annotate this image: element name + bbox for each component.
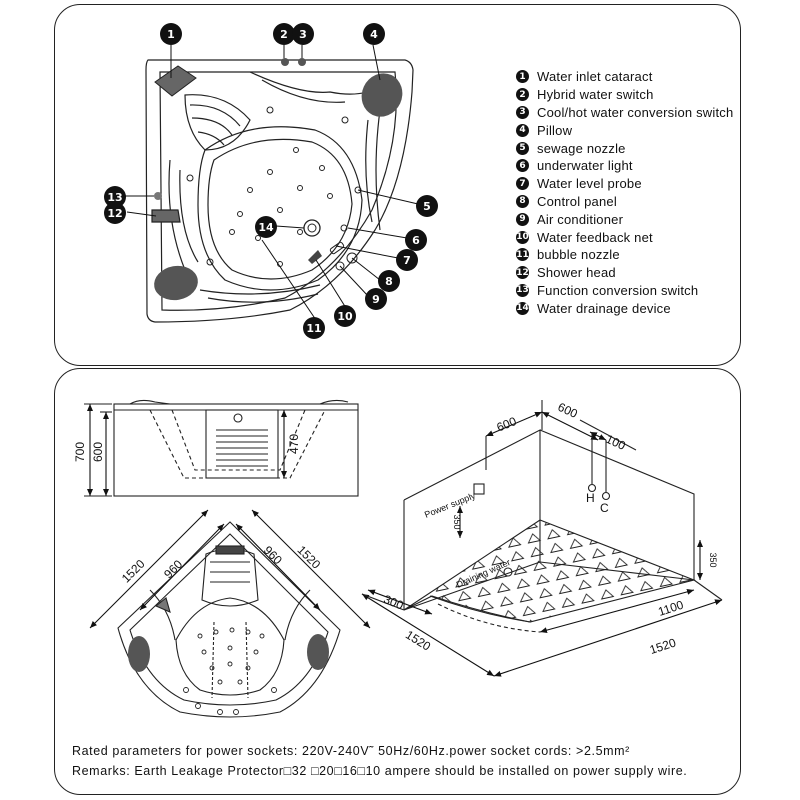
- legend-item: 10 Water feedback net: [516, 228, 733, 246]
- top-side-a: 1520: [119, 557, 148, 586]
- side-body-height: 600: [91, 442, 105, 462]
- room-top-b: 600: [556, 400, 580, 421]
- power-supply-label: Power supply: [423, 490, 477, 520]
- legend-item: 5 sewage nozzle: [516, 139, 733, 157]
- power-height: 350: [452, 514, 462, 529]
- legend-number-badge: 3: [516, 105, 529, 119]
- bathtub-feature-drawing: [145, 59, 414, 323]
- room-install-view: [361, 400, 723, 677]
- legend-label: Water feedback net: [537, 229, 653, 245]
- rated-parameters-note: Rated parameters for power sockets: 220V…: [72, 744, 630, 758]
- legend-label: Water inlet cataract: [537, 69, 653, 85]
- legend-label: Function conversion switch: [537, 282, 699, 298]
- callout-4: 4: [363, 23, 385, 45]
- legend-label: bubble nozzle: [537, 247, 620, 263]
- callout-11: 11: [303, 317, 325, 339]
- legend-label: Pillow: [537, 122, 573, 138]
- dimensions-panel: [54, 368, 741, 795]
- legend-number-badge: 13: [516, 283, 529, 297]
- legend-item: 1 Water inlet cataract: [516, 68, 733, 86]
- legend-number-badge: 5: [516, 141, 529, 155]
- remarks-note: Remarks: Earth Leakage Protector□32 □20□…: [72, 764, 688, 778]
- legend-item: 7 Water level probe: [516, 175, 733, 193]
- feature-legend: 1 Water inlet cataract 2 Hybrid water switc…: [516, 68, 733, 317]
- callout-9: 9: [365, 288, 387, 310]
- callout-10: 10: [334, 305, 356, 327]
- legend-item: 13 Function conversion switch: [516, 282, 733, 300]
- legend-item: 14 Water drainage device: [516, 299, 733, 317]
- legend-label: Air conditioner: [537, 211, 624, 227]
- legend-item: 6 underwater light: [516, 157, 733, 175]
- callout-14: 14: [255, 216, 277, 238]
- pillow-shape: [361, 73, 403, 117]
- callout-1: 1: [160, 23, 182, 45]
- room-hc-gap: 100: [604, 432, 628, 453]
- top-plan-jets: [183, 627, 277, 715]
- floor-a: 1520: [403, 628, 433, 654]
- callout-2: 2: [273, 23, 295, 45]
- pillow-shape: [154, 265, 198, 301]
- right-height: 350: [708, 552, 718, 567]
- legend-number-badge: 11: [516, 248, 529, 262]
- top-plan-view: [89, 509, 371, 718]
- legend-number-badge: 7: [516, 177, 529, 191]
- top-inner-a: 960: [161, 557, 185, 581]
- legend-item: 4 Pillow: [516, 121, 733, 139]
- callout-6: 6: [405, 229, 427, 251]
- legend-item: 8 Control panel: [516, 193, 733, 211]
- legend-number-badge: 4: [516, 123, 529, 137]
- callout-5: 5: [416, 195, 438, 217]
- callout-3: 3: [292, 23, 314, 45]
- pillow-shape: [128, 636, 150, 672]
- side-elevation-view: [84, 399, 359, 497]
- floor-b: 1520: [648, 635, 678, 657]
- callout-12: 12: [104, 202, 126, 224]
- jet-nozzles: [186, 106, 362, 267]
- callout-8: 8: [378, 270, 400, 292]
- legend-label: underwater light: [537, 158, 633, 174]
- room-top-a: 600: [495, 414, 519, 435]
- legend-number-badge: 12: [516, 266, 529, 280]
- legend-label: Hybrid water switch: [537, 87, 654, 103]
- features-panel: [54, 4, 741, 366]
- legend-label: sewage nozzle: [537, 140, 626, 156]
- legend-label: Water drainage device: [537, 300, 671, 316]
- legend-number-badge: 9: [516, 212, 529, 226]
- legend-number-badge: 6: [516, 159, 529, 173]
- side-inner-height: 470: [287, 434, 301, 454]
- legend-number-badge: 1: [516, 70, 529, 84]
- pillow-shape: [307, 634, 329, 670]
- callout-13: 13: [104, 186, 126, 208]
- top-inner-b: 960: [261, 543, 285, 567]
- legend-number-badge: 14: [516, 301, 529, 315]
- legend-item: 9 Air conditioner: [516, 210, 733, 228]
- legend-label: Shower head: [537, 265, 616, 281]
- legend-label: Control panel: [537, 193, 617, 209]
- side-total-height: 700: [73, 442, 87, 462]
- legend-number-badge: 10: [516, 230, 529, 244]
- legend-item: 11 bubble nozzle: [516, 246, 733, 264]
- callout-7: 7: [396, 249, 418, 271]
- legend-item: 12 Shower head: [516, 264, 733, 282]
- legend-number-badge: 2: [516, 88, 529, 102]
- legend-label: Cool/hot water conversion switch: [537, 104, 734, 120]
- hot-label: H: [586, 491, 595, 505]
- legend-number-badge: 8: [516, 194, 529, 208]
- leader-lines: [125, 44, 419, 321]
- water-inlet-shape: [154, 65, 197, 97]
- legend-item: 3 Cool/hot water conversion switch: [516, 104, 733, 122]
- cold-label: C: [600, 501, 609, 515]
- legend-label: Water level probe: [537, 176, 642, 192]
- floor-inner: 1100: [656, 597, 685, 618]
- legend-item: 2 Hybrid water switch: [516, 86, 733, 104]
